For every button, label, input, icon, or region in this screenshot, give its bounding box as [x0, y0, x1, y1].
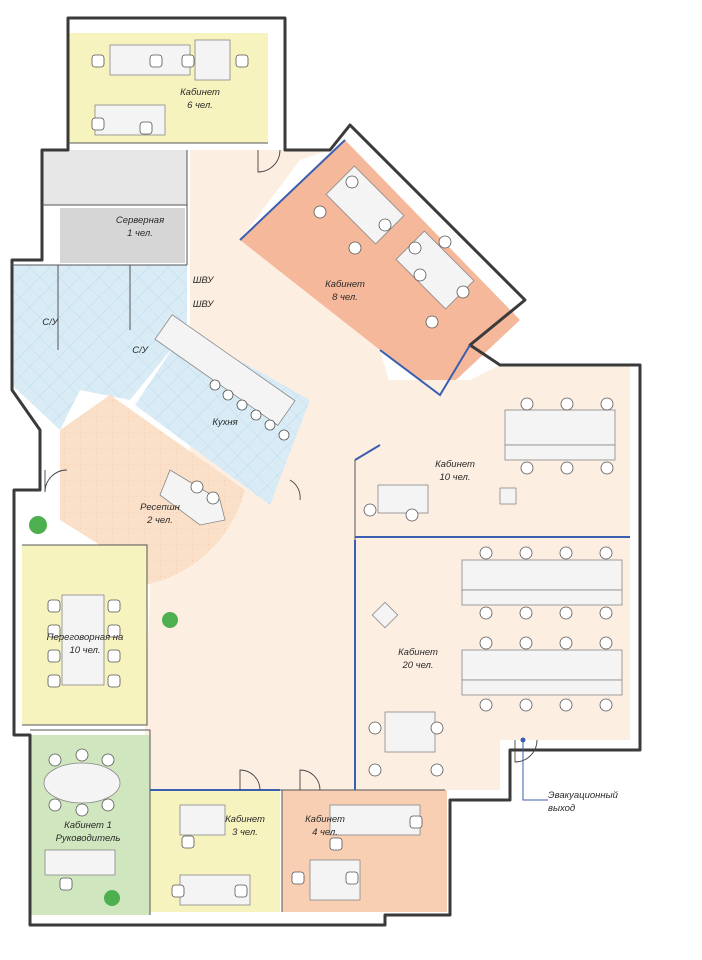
furniture-office-1 — [43, 748, 121, 906]
meeting-capacity: 10 чел. — [69, 645, 100, 656]
meeting-name: Переговорная на — [47, 632, 124, 643]
room-kitchen — [135, 330, 310, 505]
room-server — [60, 208, 185, 263]
office-6-capacity: 6 чел. — [187, 100, 213, 111]
room-storage — [42, 150, 187, 205]
office-4-name: Кабинет — [305, 814, 345, 825]
furniture-kitchen — [154, 314, 296, 441]
shu-1-label: ШВУ — [193, 275, 215, 286]
office-20-capacity: 20 чел. — [401, 660, 433, 671]
evacuation-pointer — [520, 737, 548, 801]
office-4-capacity: 4 чел. — [312, 827, 338, 838]
room-reception — [60, 395, 245, 585]
office-8-name: Кабинет — [325, 279, 365, 290]
office-8-capacity: 8 чел. — [332, 292, 358, 303]
office-6-name: Кабинет — [180, 87, 220, 98]
wc-1-label: С/У — [42, 317, 59, 328]
furniture-office-8 — [313, 165, 475, 329]
reception-name: Ресепшн — [140, 502, 181, 513]
server-capacity: 1 чел. — [127, 228, 153, 239]
room-wc — [12, 265, 187, 430]
plant-icon — [104, 890, 120, 906]
kitchen-label: Кухня — [212, 417, 237, 428]
office-20-name: Кабинет — [398, 647, 438, 658]
office-10-name: Кабинет — [435, 459, 475, 470]
furniture-office-3-4 — [171, 804, 423, 906]
outer-walls — [10, 16, 642, 927]
office-1-capacity: Руководитель — [56, 833, 121, 844]
furniture-reception — [159, 469, 226, 526]
room-office-8 — [240, 140, 520, 395]
furniture-office-10 — [363, 397, 616, 522]
office-10-capacity: 10 чел. — [439, 472, 470, 483]
furniture-office-20 — [368, 546, 623, 777]
office-3-capacity: 3 чел. — [232, 827, 258, 838]
doors — [44, 149, 538, 791]
shu-2-label: ШВУ — [193, 299, 215, 310]
exit-label-line1: Эвакуационный — [548, 790, 619, 801]
exit-label-line2: выход — [548, 803, 575, 814]
plant-icon — [162, 612, 178, 628]
office-1-name: Кабинет 1 — [64, 820, 112, 831]
furniture-meeting — [47, 594, 121, 688]
server-name: Серверная — [116, 215, 164, 226]
plant-icon — [29, 516, 47, 534]
reception-capacity: 2 чел. — [146, 515, 173, 526]
wc-2-label: С/У — [132, 345, 149, 356]
accent-walls — [150, 139, 630, 791]
furniture-office-6 — [91, 39, 249, 136]
office-3-name: Кабинет — [225, 814, 265, 825]
